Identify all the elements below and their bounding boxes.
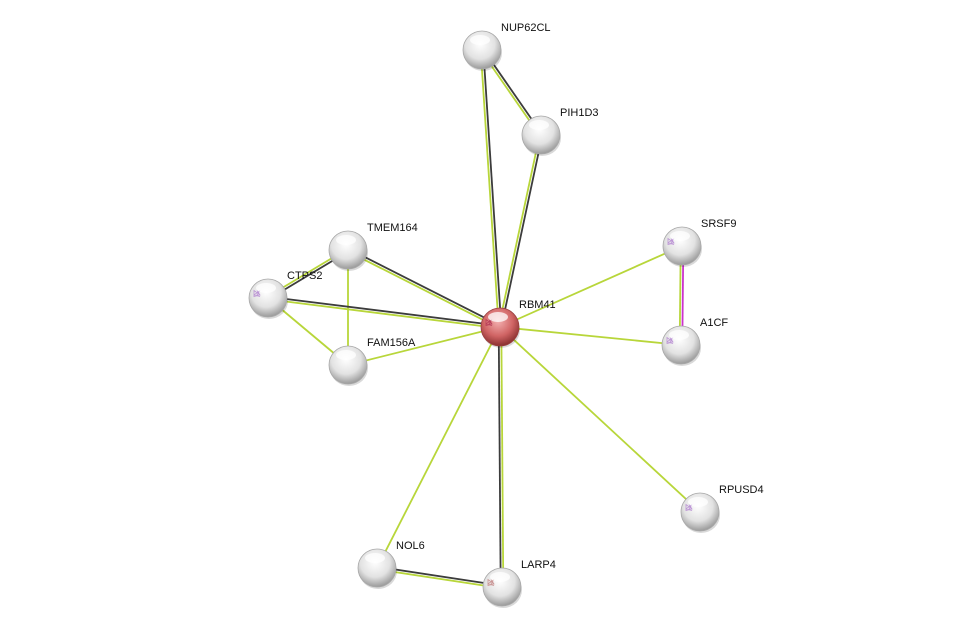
edge-line-green	[497, 134, 541, 327]
node-SRSF9[interactable]: SRSF9	[662, 218, 736, 267]
structure-icon	[253, 289, 261, 298]
edge-LARP4-RBM41[interactable]	[497, 326, 505, 588]
edge-NUP62CL-RBM41[interactable]	[479, 49, 503, 328]
node-highlight	[336, 235, 356, 245]
structure-icon	[485, 318, 493, 327]
node-label: NUP62CL	[501, 22, 551, 34]
edge-PIH1D3-RBM41[interactable]	[497, 134, 544, 328]
node-label: RBM41	[519, 299, 556, 311]
node-highlight	[256, 283, 276, 293]
edge-line-black	[482, 49, 503, 327]
node-PIH1D3[interactable]: PIH1D3	[521, 107, 599, 156]
edge-line-green	[347, 326, 501, 366]
node-highlight	[669, 330, 689, 340]
node-label: RPUSD4	[719, 484, 764, 496]
node-FAM156A[interactable]: FAM156A	[328, 337, 416, 386]
node-label: NOL6	[396, 540, 425, 552]
node-highlight	[365, 553, 385, 563]
structure-icon	[685, 503, 693, 512]
structure-icon	[487, 578, 495, 587]
node-highlight	[488, 312, 508, 322]
edge-SRSF9-RBM41[interactable]	[499, 245, 683, 328]
edge-line-green	[500, 326, 505, 587]
edge-FAM156A-RBM41[interactable]	[347, 326, 501, 366]
edge-RPUSD4-RBM41[interactable]	[499, 326, 701, 513]
node-TMEM164[interactable]: TMEM164	[328, 222, 418, 271]
node-highlight	[336, 350, 356, 360]
node-highlight	[529, 120, 549, 130]
edge-line-green	[376, 326, 501, 569]
edge-line-black	[500, 135, 544, 328]
node-label: PIH1D3	[560, 107, 599, 119]
edge-line-green	[499, 326, 701, 513]
edge-NOL6-LARP4[interactable]	[376, 565, 503, 590]
node-highlight	[688, 497, 708, 507]
node-highlight	[490, 572, 510, 582]
edge-line-green	[267, 298, 500, 330]
node-label: TMEM164	[367, 222, 418, 234]
node-label: A1CF	[700, 317, 728, 329]
edge-line-black	[268, 295, 501, 327]
node-NOL6[interactable]: NOL6	[357, 540, 425, 589]
node-A1CF[interactable]: A1CF	[661, 317, 728, 366]
node-label: CTPS2	[287, 270, 322, 282]
edge-TMEM164-RBM41[interactable]	[347, 248, 501, 329]
edge-line-black	[348, 248, 501, 327]
node-LARP4[interactable]: LARP4	[482, 559, 556, 608]
structure-icon	[666, 336, 674, 345]
node-highlight	[470, 35, 490, 45]
edge-CTPS2-RBM41[interactable]	[267, 295, 501, 330]
edge-line-black	[377, 565, 503, 587]
node-label: FAM156A	[367, 337, 416, 349]
node-NUP62CL[interactable]: NUP62CL	[462, 22, 551, 71]
node-RPUSD4[interactable]: RPUSD4	[680, 484, 764, 533]
node-highlight	[670, 231, 690, 241]
node-RBM41[interactable]: RBM41	[480, 299, 556, 348]
edge-NOL6-RBM41[interactable]	[376, 326, 501, 569]
edge-line-green	[347, 250, 500, 329]
structure-icon	[667, 237, 675, 246]
edge-line-black	[497, 327, 502, 588]
edge-line-green	[499, 326, 682, 346]
node-label: SRSF9	[701, 218, 736, 230]
node-CTPS2[interactable]: CTPS2	[248, 270, 322, 319]
edge-line-green	[479, 50, 500, 328]
node-label: LARP4	[521, 559, 556, 571]
edge-line-green	[376, 568, 502, 590]
edge-A1CF-RBM41[interactable]	[499, 326, 682, 346]
edge-line-green	[499, 245, 683, 328]
